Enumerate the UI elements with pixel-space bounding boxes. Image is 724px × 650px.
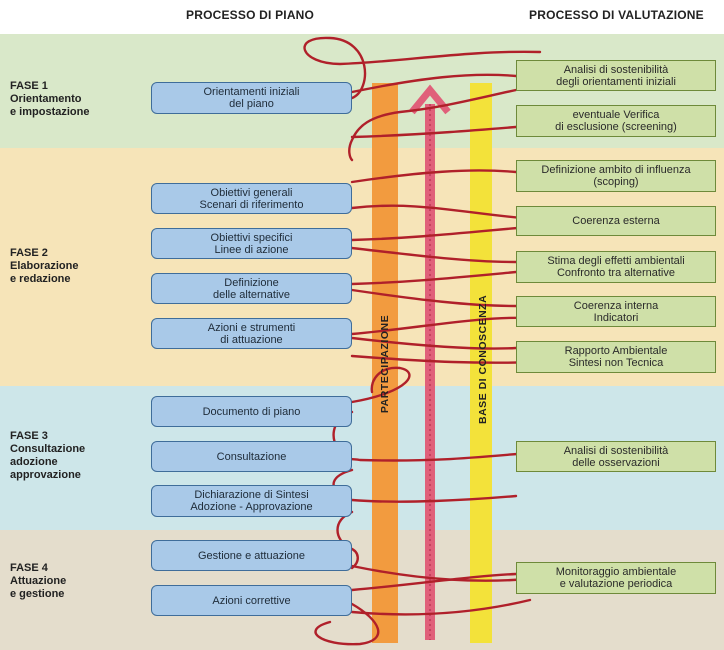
phase-1-title: Orientamento e impostazione — [10, 93, 90, 118]
thread-seg-19 — [350, 572, 518, 592]
thread-seg-20 — [314, 602, 380, 646]
thread-seg-1 — [350, 73, 518, 94]
phase-3-title: Consultazione adozione approvazione — [10, 443, 86, 481]
plan-step-consultation: Consultazione — [151, 441, 352, 472]
thread-seg-21 — [350, 598, 532, 616]
thread-seg-7 — [350, 246, 518, 264]
plan-step-general-objectives: Obiettivi generali Scenari di riferiment… — [151, 183, 352, 214]
thread-seg-14 — [332, 410, 542, 462]
thread-seg-13 — [350, 366, 411, 404]
eval-step-effects-estimate: Stima degli effetti ambientali Confronto… — [516, 251, 716, 283]
plan-step-management: Gestione e attuazione — [151, 540, 352, 571]
phase-1-label: FASE 1 Orientamento e impostazione — [10, 80, 89, 119]
thread-seg-10 — [350, 316, 532, 336]
knowledge-base-label: BASE DI CONOSCENZA — [477, 294, 489, 424]
eval-step-external-coherence: Coerenza esterna — [516, 206, 716, 236]
plan-step-summary-declaration: Dichiarazione di Sintesi Adozione - Appr… — [151, 485, 352, 517]
plan-step-plan-document: Documento di piano — [151, 396, 352, 427]
thread-top-loop — [303, 36, 542, 100]
phase-3-label: FASE 3 Consultazione adozione approvazio… — [10, 430, 85, 482]
eval-step-screening: eventuale Verifica di esclusione (screen… — [516, 105, 716, 137]
thread-seg-3 — [350, 123, 542, 139]
phase-4-title: Attuazione e gestione — [10, 575, 67, 600]
phase-3-number: FASE 3 — [10, 430, 48, 442]
thread-seg-2 — [348, 88, 518, 162]
thread-seg-11 — [350, 336, 518, 350]
eval-step-monitoring: Monitoraggio ambientale e valutazione pe… — [516, 562, 716, 594]
eval-step-sustainability-analysis: Analisi di sostenibilità degli orientame… — [516, 60, 716, 91]
plan-step-actions-tools: Azioni e strumenti di attuazione — [151, 318, 352, 349]
phase-1-number: FASE 1 — [10, 80, 48, 92]
evaluation-process-header: PROCESSO DI VALUTAZIONE — [529, 8, 704, 22]
plan-step-initial-orientations: Orientamenti iniziali del piano — [151, 82, 352, 114]
phase-2-title: Elaborazione e redazione — [10, 260, 79, 285]
plan-process-header: PROCESSO DI PIANO — [186, 8, 315, 22]
eval-step-scoping: Definizione ambito di influenza (scoping… — [516, 160, 716, 192]
phase-2-number: FASE 2 — [10, 247, 48, 259]
plan-step-specific-objectives: Obiettivi specifici Linee di azione — [151, 228, 352, 259]
thread-seg-4 — [350, 169, 518, 184]
phase-2-label: FASE 2 Elaborazione e redazione — [10, 247, 78, 286]
plan-step-alternatives: Definizione delle alternative — [151, 273, 352, 304]
plan-step-corrective-actions: Azioni correttive — [151, 585, 352, 616]
eval-step-observations-analysis: Analisi di sostenibilità delle osservazi… — [516, 441, 716, 472]
arrow-head — [409, 84, 451, 115]
thread-seg-6 — [350, 224, 542, 242]
participation-label: PARTECIPAZIONE — [379, 314, 391, 414]
phase-4-label: FASE 4 Attuazione e gestione — [10, 562, 66, 601]
eval-step-internal-coherence: Coerenza interna Indicatori — [516, 296, 716, 327]
thread-seg-16 — [350, 494, 518, 503]
phase-4-number: FASE 4 — [10, 562, 48, 574]
eval-step-environmental-report: Rapporto Ambientale Sintesi non Tecnica — [516, 341, 716, 373]
thread-seg-9 — [350, 288, 518, 308]
knowledge-arrow — [409, 84, 451, 640]
